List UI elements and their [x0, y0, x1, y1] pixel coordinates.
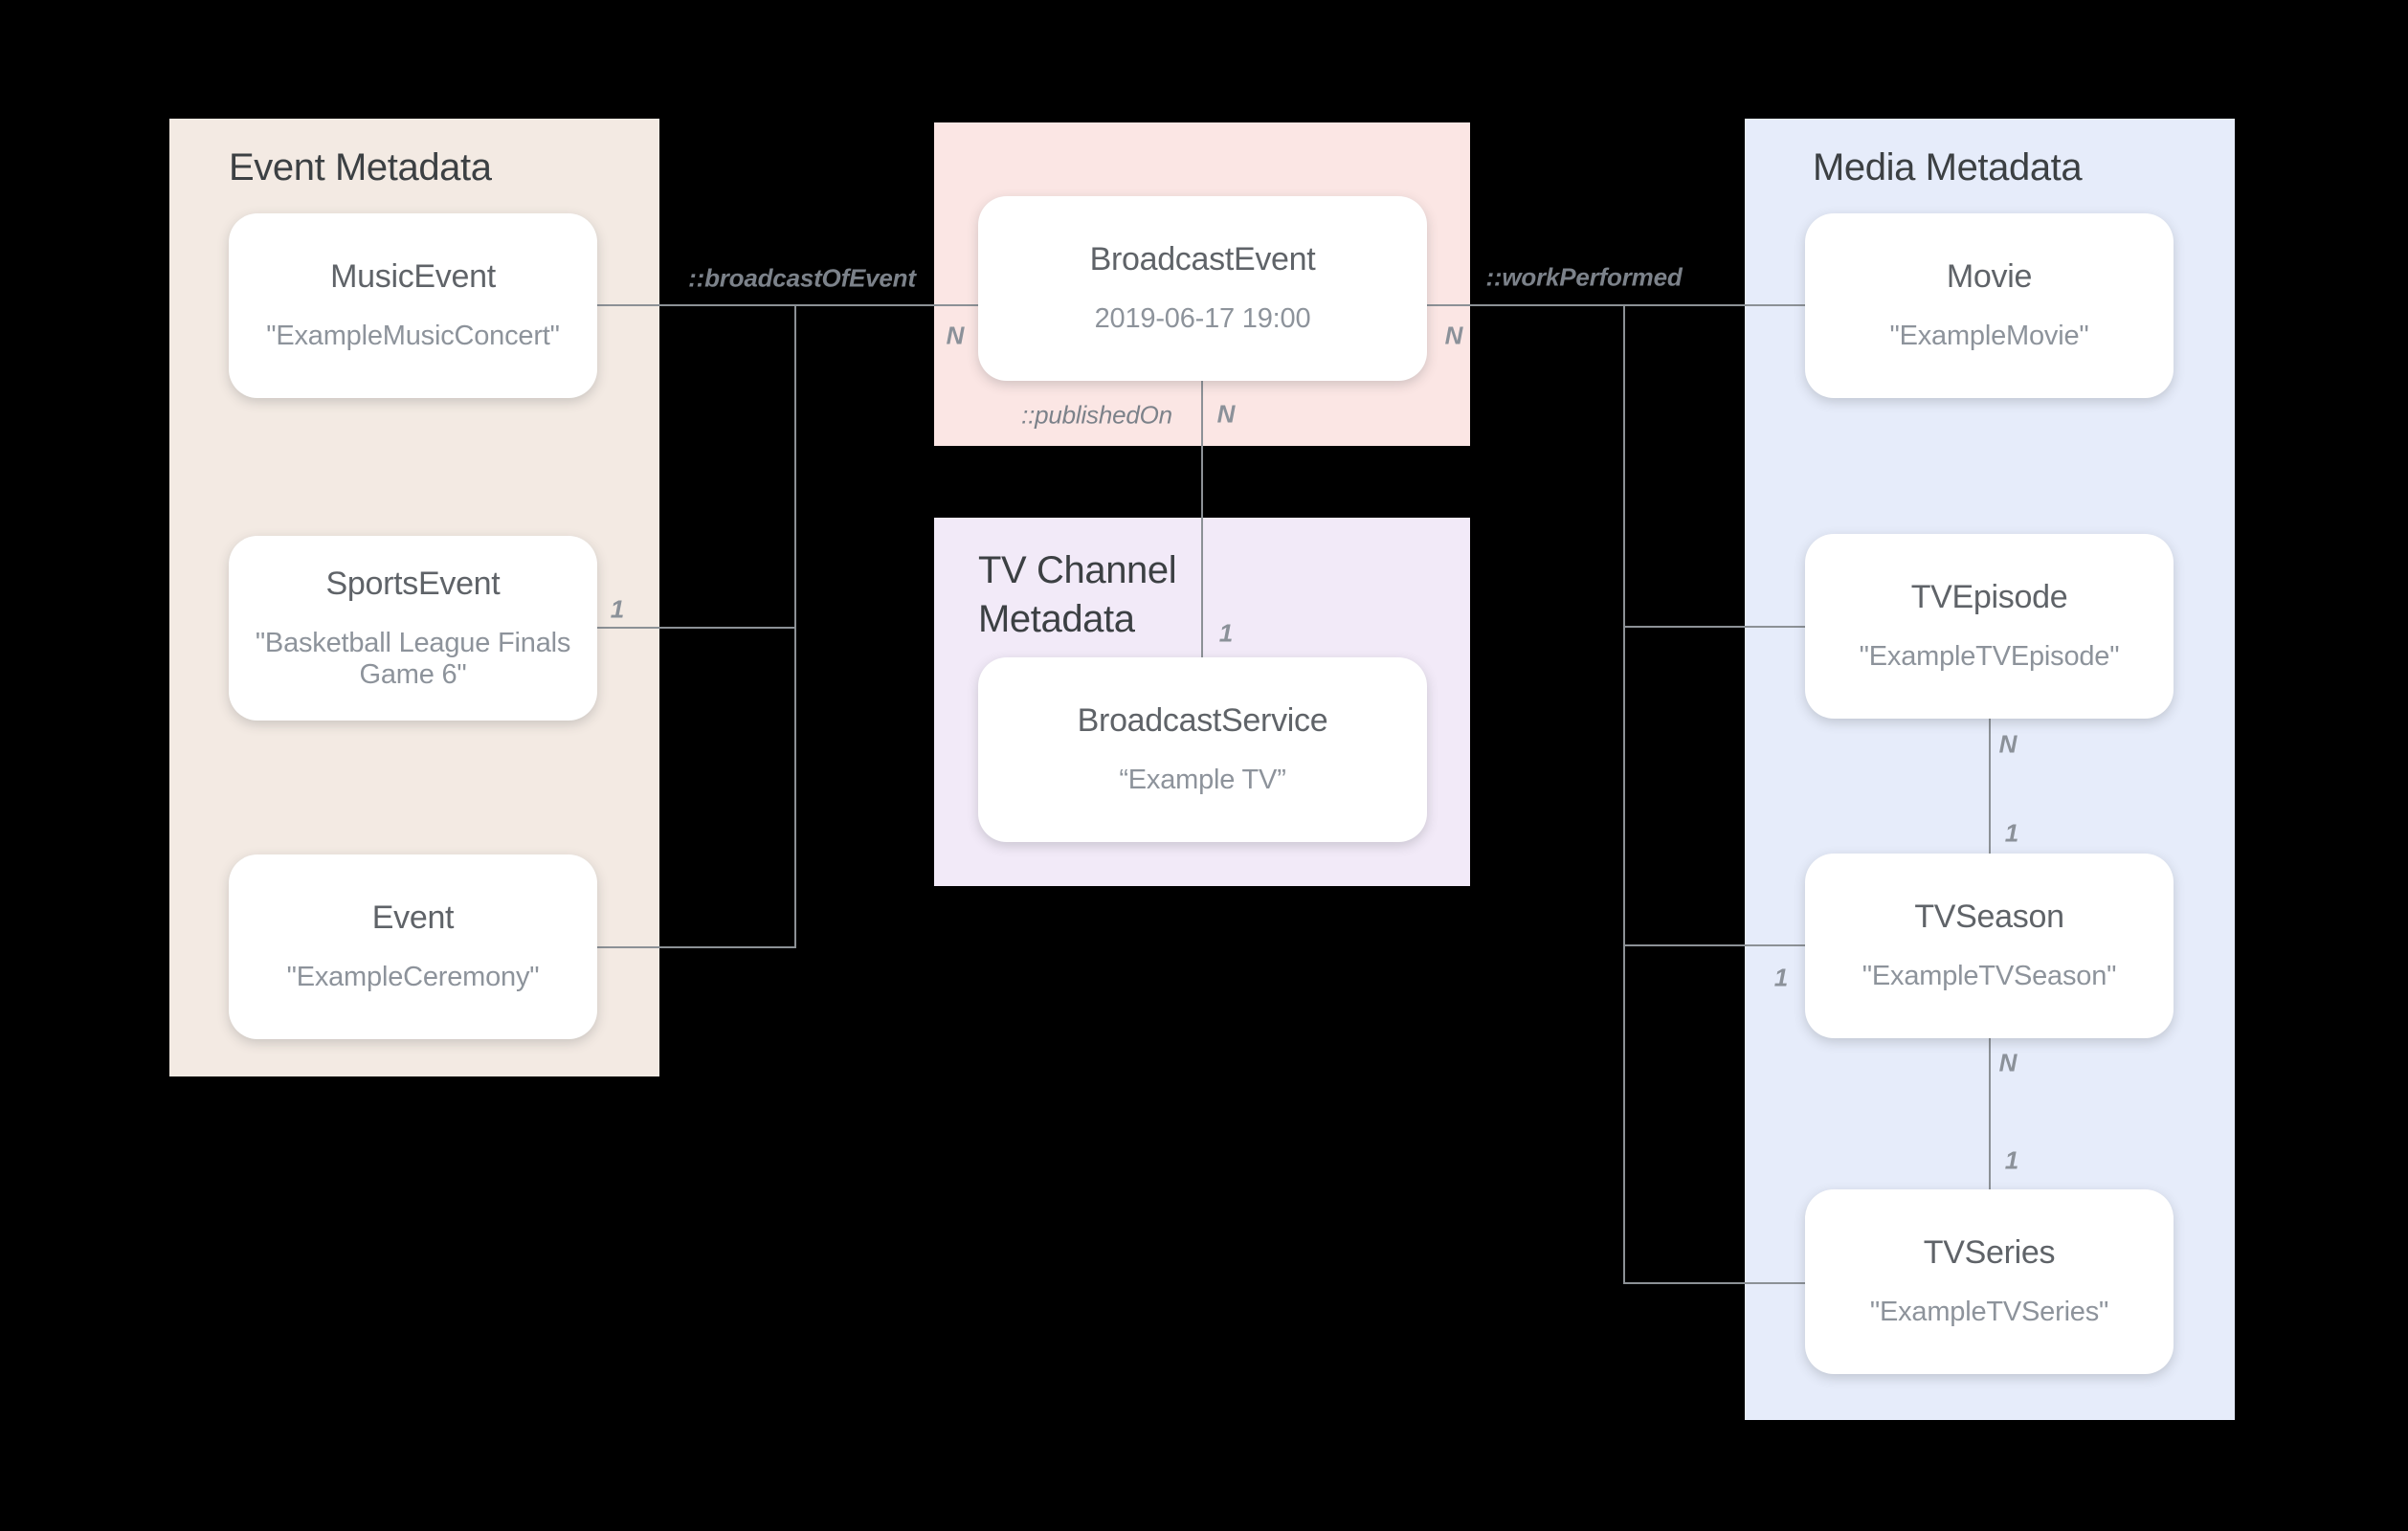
- broadcastofevent-edge-label: ::broadcastOfEvent: [688, 263, 916, 293]
- node-title: TVSeries: [1923, 1234, 2056, 1272]
- publishedon-edge-label: ::publishedOn: [1021, 400, 1172, 430]
- cardinality-episode-season-n: N: [1998, 729, 2018, 759]
- node-tv-series: TVSeries "ExampleTVSeries": [1805, 1189, 2174, 1374]
- cardinality-publishedon-1: 1: [1218, 618, 1234, 648]
- node-example-value: “Example TV”: [1119, 765, 1286, 796]
- cardinality-sportsevent-1: 1: [610, 594, 625, 624]
- cardinality-episode-season-1: 1: [2004, 818, 2019, 848]
- node-title: SportsEvent: [325, 565, 501, 602]
- edge-season-series-line: [1989, 1038, 1991, 1189]
- node-sports-event: SportsEvent "Basketball League Finals Ga…: [229, 536, 597, 721]
- node-example-value: "Basketball League Finals Game 6": [255, 627, 571, 690]
- edge-episode-season-line: [1989, 719, 1991, 854]
- node-title: Movie: [1946, 258, 2033, 296]
- edge-tvseries-branch-line: [1625, 1282, 1805, 1284]
- node-title: TVEpisode: [1910, 579, 2068, 616]
- edge-event-branch-line: [597, 946, 796, 948]
- node-tv-season: TVSeason "ExampleTVSeason": [1805, 854, 2174, 1038]
- cardinality-publishedon-n: N: [1216, 399, 1236, 429]
- node-title: BroadcastEvent: [1089, 241, 1316, 278]
- media-metadata-panel-title: Media Metadata: [1813, 146, 2083, 189]
- node-tv-episode: TVEpisode "ExampleTVEpisode": [1805, 534, 2174, 719]
- edge-broadcastofevent-trunk-line: [794, 304, 796, 948]
- node-title: Event: [371, 899, 455, 937]
- cardinality-season-series-1: 1: [2004, 1145, 2019, 1175]
- node-example-value: "ExampleCeremony": [286, 962, 540, 993]
- edge-broadcastevent-movie-line: [1427, 304, 1805, 306]
- workperformed-edge-label: ::workPerformed: [1485, 262, 1683, 292]
- node-event: Event "ExampleCeremony": [229, 854, 597, 1039]
- cardinality-tvseason-branch-1: 1: [1773, 963, 1789, 992]
- node-broadcast-service: BroadcastService “Example TV”: [978, 657, 1427, 842]
- node-example-value: "ExampleTVSeason": [1862, 961, 2117, 992]
- edge-workperformed-trunk-line: [1623, 304, 1625, 1284]
- node-example-value: "ExampleMusicConcert": [266, 321, 560, 352]
- edge-tvseason-branch-line: [1625, 944, 1805, 946]
- edge-sportsevent-branch-line: [597, 627, 796, 629]
- edge-tvepisode-branch-line: [1625, 626, 1805, 628]
- node-broadcast-event: BroadcastEvent 2019-06-17 19:00: [978, 196, 1427, 381]
- edge-musicevent-broadcastevent-line: [597, 304, 978, 306]
- tv-channel-metadata-panel-title: TV Channel Metadata: [978, 549, 1177, 641]
- cardinality-workperformed-n: N: [1444, 321, 1463, 350]
- cardinality-broadcastofevent-n: N: [946, 321, 965, 350]
- node-movie: Movie "ExampleMovie": [1805, 213, 2174, 398]
- event-metadata-panel-title: Event Metadata: [229, 146, 492, 189]
- node-title: MusicEvent: [330, 258, 496, 296]
- node-title: BroadcastService: [1077, 702, 1328, 740]
- node-title: TVSeason: [1914, 899, 2064, 936]
- node-example-value: "ExampleMovie": [1889, 321, 2089, 352]
- node-example-value: "ExampleTVEpisode": [1859, 641, 2120, 673]
- node-example-value: 2019-06-17 19:00: [1094, 303, 1311, 335]
- node-music-event: MusicEvent "ExampleMusicConcert": [229, 213, 597, 398]
- cardinality-season-series-n: N: [1998, 1048, 2018, 1077]
- node-example-value: "ExampleTVSeries": [1869, 1297, 2109, 1328]
- edge-publishedon-line: [1201, 381, 1203, 657]
